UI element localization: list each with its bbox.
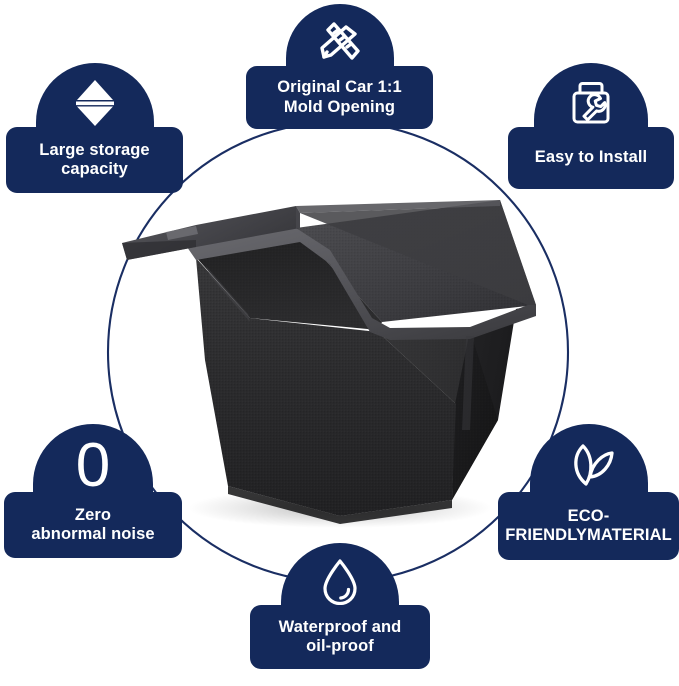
badge-label: Large storage capacity <box>39 140 150 178</box>
badge-plate: Waterproof and oil-proof <box>250 605 430 669</box>
two-leaves-icon <box>573 444 614 486</box>
badge-large-storage-capacity[interactable]: Large storage capacity <box>6 63 183 193</box>
badge-plate: Easy to Install <box>508 127 674 189</box>
badge-easy-to-install[interactable]: Easy to Install <box>508 63 674 189</box>
ruler-pencil-icon <box>319 22 360 60</box>
zero-digit-icon: 0 <box>75 431 111 500</box>
badge-plate: Large storage capacity <box>6 127 183 193</box>
water-droplet-icon <box>323 559 357 606</box>
expand-arrows-icon <box>75 80 114 126</box>
badge-label: ECO- FRIENDLYMATERIAL <box>505 506 672 544</box>
badge-plate: Zero abnormal noise <box>4 492 182 558</box>
badge-label: Zero abnormal noise <box>31 505 155 543</box>
badge-plate: ECO- FRIENDLYMATERIAL <box>498 492 679 560</box>
badge-plate: Original Car 1:1 Mold Opening <box>246 66 433 129</box>
badge-original-car-mold[interactable]: Original Car 1:1 Mold Opening <box>246 4 433 129</box>
badge-zero-abnormal-noise[interactable]: 0 Zero abnormal noise <box>4 424 182 558</box>
badge-label: Waterproof and oil-proof <box>278 617 402 655</box>
badge-waterproof-oilproof[interactable]: Waterproof and oil-proof <box>250 543 430 669</box>
toolbox-wrench-icon <box>572 82 610 124</box>
badge-label: Easy to Install <box>534 148 648 167</box>
badge-eco-friendly-material[interactable]: ECO- FRIENDLYMATERIAL <box>498 424 679 560</box>
badge-label: Original Car 1:1 Mold Opening <box>277 78 402 116</box>
